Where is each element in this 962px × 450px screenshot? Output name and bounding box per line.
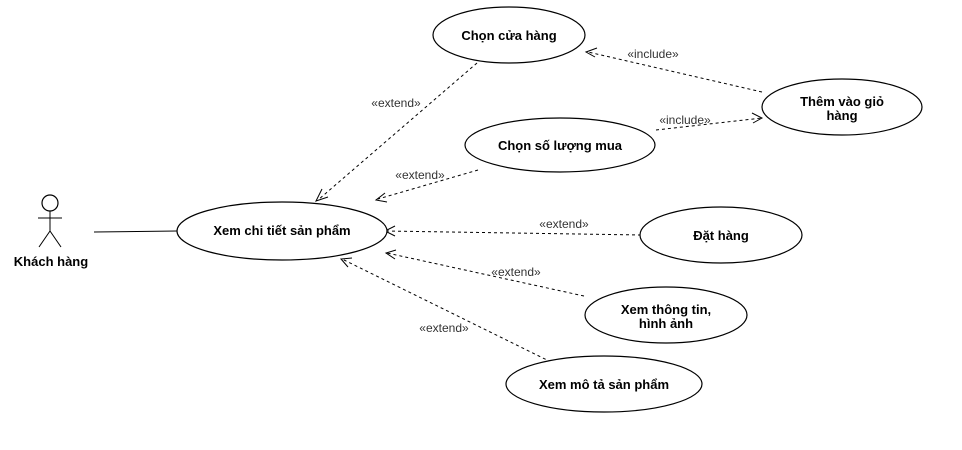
use-case-label: Đặt hàng — [693, 228, 749, 243]
association-line — [93, 230, 178, 233]
actor-khach-hang[interactable]: Khách hàng — [14, 194, 88, 269]
actor-head — [41, 194, 59, 212]
extend-arrowhead-view-info — [384, 249, 397, 260]
extend-line-choose-store — [317, 62, 478, 201]
use-case-ellipse — [584, 286, 748, 344]
use-case-ellipse — [639, 206, 803, 264]
include-arrowhead-add-to-cart — [751, 112, 764, 124]
use-case-label-line2: hàng — [826, 108, 857, 123]
extend-label-order: «extend» — [539, 217, 589, 231]
actor-right-leg — [49, 230, 62, 248]
actor-left-leg — [38, 230, 51, 248]
extend-line-view-info — [386, 252, 585, 297]
use-case-view-product-details[interactable]: Xem chi tiết sản phẩm — [176, 201, 388, 261]
extend-arrowhead-choose-store — [315, 188, 329, 202]
include-arrowhead-choose-store — [584, 47, 598, 58]
use-case-ellipse — [176, 201, 388, 261]
include-label-add-to-cart: «include» — [659, 113, 711, 127]
include-label-choose-store: «include» — [627, 47, 679, 61]
extend-label-view-description: «extend» — [419, 321, 469, 335]
use-case-label: Chọn số lượng mua — [498, 138, 623, 153]
use-case-label-line1: Thêm vào giỏ — [800, 94, 884, 109]
use-case-label: Xem mô tả sản phẩm — [539, 377, 669, 392]
extend-line-choose-quantity — [377, 169, 479, 200]
use-case-label: Chọn cửa hàng — [461, 28, 556, 43]
actor-label: Khách hàng — [14, 254, 88, 269]
extend-arrowhead-choose-quantity — [374, 192, 388, 203]
extend-line-order — [385, 230, 642, 236]
extend-label-choose-quantity: «extend» — [395, 168, 445, 182]
use-case-ellipse — [505, 355, 703, 413]
use-case-ellipse — [432, 6, 586, 64]
use-case-order[interactable]: Đặt hàng — [639, 206, 803, 264]
use-case-label: Xem chi tiết sản phẩm — [213, 223, 350, 238]
use-case-ellipse — [464, 117, 656, 173]
use-case-label-line2: hình ảnh — [639, 316, 693, 331]
extend-line-view-description — [341, 258, 552, 363]
use-case-add-to-cart[interactable]: Thêm vào giỏ hàng — [761, 78, 923, 136]
use-case-view-description[interactable]: Xem mô tả sản phẩm — [505, 355, 703, 413]
use-case-ellipse — [761, 78, 923, 136]
extend-label-view-info: «extend» — [491, 265, 541, 279]
use-case-choose-quantity[interactable]: Chọn số lượng mua — [464, 117, 656, 173]
extend-label-choose-store: «extend» — [371, 96, 421, 110]
use-case-choose-store[interactable]: Chọn cửa hàng — [432, 6, 586, 64]
use-case-view-info-images[interactable]: Xem thông tin, hình ảnh — [584, 286, 748, 344]
extend-arrowhead-view-description — [339, 257, 353, 268]
use-case-label-line1: Xem thông tin, — [621, 302, 711, 317]
